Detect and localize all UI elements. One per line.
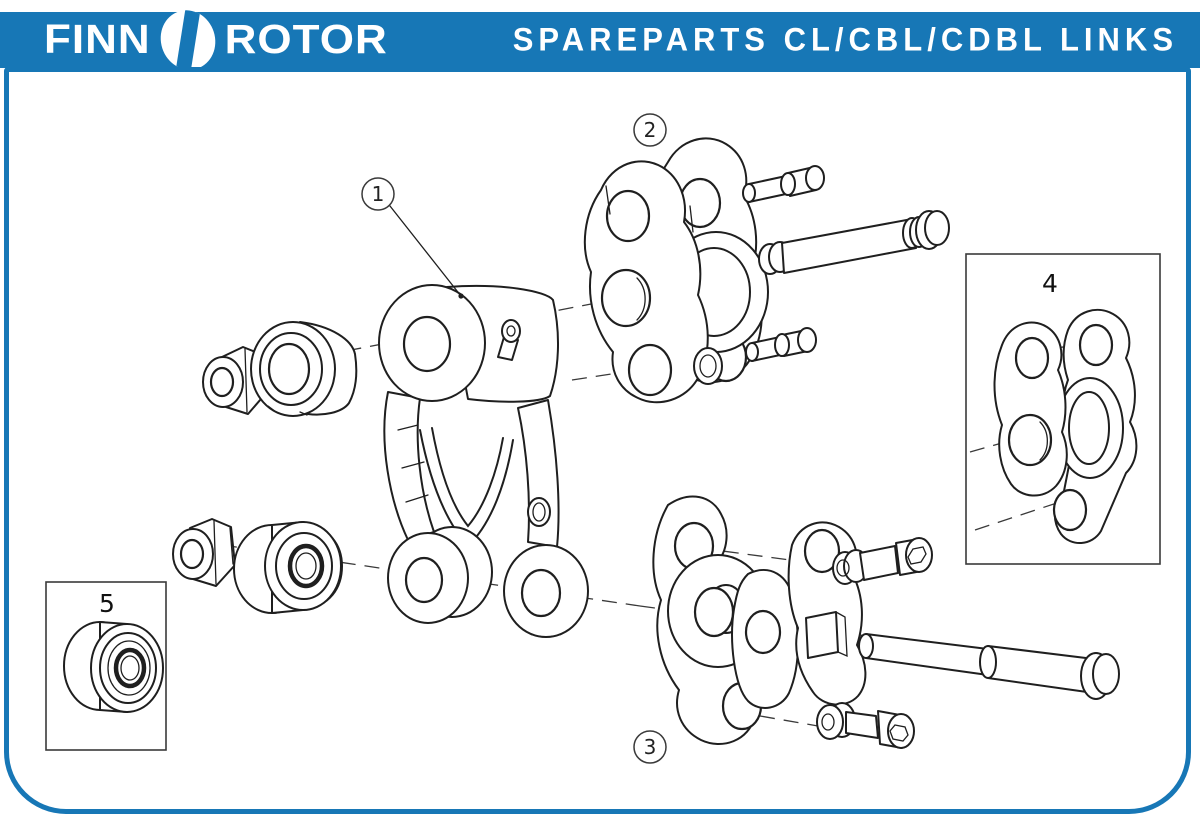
detail-box-5: 5 [45, 581, 167, 751]
part-ball-bearing-lower [233, 521, 343, 614]
detail-label-5: 5 [99, 589, 115, 618]
part-hex-nut-lower [172, 518, 236, 587]
part-1-clevis-link [378, 284, 589, 638]
brand-logo: FINN ROTOR [0, 3, 388, 77]
part-2-upper-link-assembly [583, 137, 950, 404]
detail-box-4: 4 [965, 253, 1161, 565]
callout-1[interactable]: 1 [361, 177, 464, 299]
callout-3[interactable]: 3 [633, 730, 667, 764]
brand-word-finn: FINN [44, 17, 151, 63]
callout-2[interactable]: 2 [633, 113, 667, 147]
sheet-title: SPAREPARTS CL/CBL/CDBL LINKS [512, 21, 1178, 58]
callout-3-label: 3 [644, 735, 657, 759]
part-flanged-bearing-upper [250, 321, 358, 417]
callout-1-label: 1 [372, 182, 385, 206]
header-bar: FINN ROTOR SPAREPARTS CL/CBL/CDBL LINKS [0, 3, 1200, 77]
brand-word-rotor: ROTOR [224, 17, 388, 63]
callout-2-label: 2 [644, 118, 657, 142]
detail-label-4: 4 [1042, 269, 1058, 298]
part-3-lower-link-assembly [652, 495, 1120, 749]
part-hex-nut-upper [202, 346, 268, 415]
drawing-frame [4, 67, 1191, 814]
